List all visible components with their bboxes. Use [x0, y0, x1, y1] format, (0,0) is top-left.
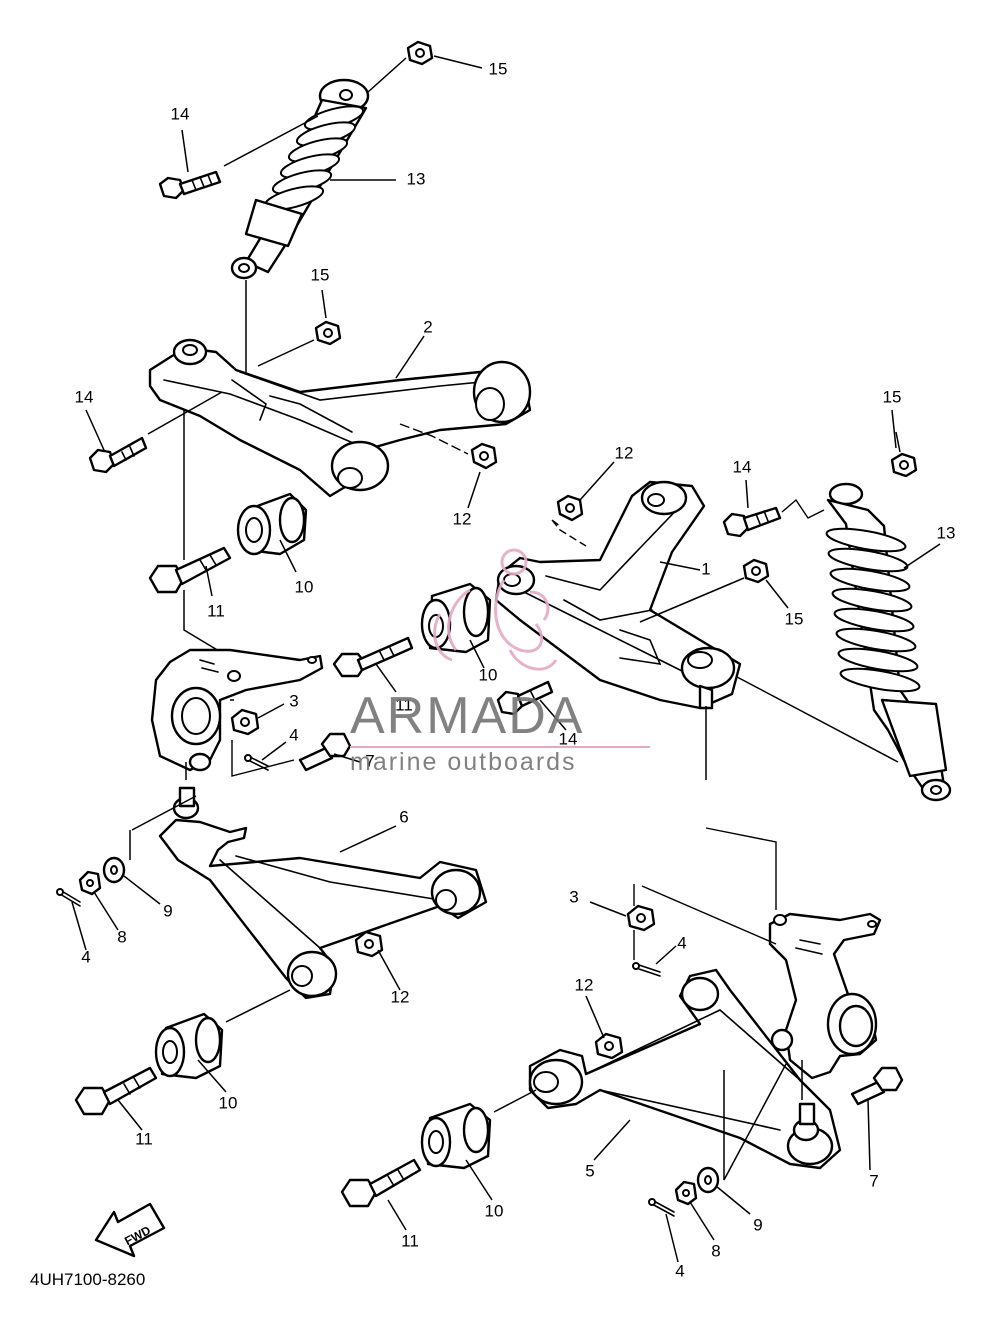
callout-12: 12 [575, 975, 594, 994]
callout-14: 14 [733, 457, 752, 476]
knuckle-left [150, 648, 324, 772]
nut-8-left [78, 870, 102, 896]
fwd-direction-arrow: FWD [94, 1202, 166, 1258]
cotter-pin-4-right [632, 962, 661, 977]
callout-3: 3 [289, 691, 298, 710]
cotter-pin-4-lower-right [648, 1198, 675, 1217]
nut-3-left [230, 708, 260, 736]
callout-15: 15 [785, 609, 804, 628]
callout-leaders [71, 55, 941, 1263]
callout-10: 10 [219, 1093, 238, 1112]
upper-arm-right [494, 480, 742, 710]
nut-12-lower-right [594, 1032, 624, 1060]
bolt-11-lower-left [74, 1066, 158, 1116]
cotter-pin-4-lower-left [56, 888, 81, 907]
bolt-14-right [722, 506, 782, 538]
bolt-11-lower-right [340, 1158, 422, 1208]
nut-12-arm-right [556, 494, 584, 522]
bolt-11-upper-right [332, 636, 414, 678]
callout-15: 15 [489, 59, 508, 78]
washer-9-left [102, 856, 126, 884]
bushing-10-upper-right [420, 582, 492, 654]
nut-8-right [674, 1180, 698, 1206]
callout-10: 10 [485, 1201, 504, 1220]
callout-1: 1 [701, 559, 710, 578]
callout-numbers: 15 14 13 15 2 14 12 10 11 12 1 14 15 13 … [75, 59, 956, 1280]
bushing-10-lower-right [420, 1102, 492, 1170]
bolt-14-arm-left [88, 436, 148, 474]
callout-11: 11 [401, 1231, 419, 1250]
nut-12-arm-left [470, 442, 498, 470]
diagram-code: 4UH7100-8260 [30, 1270, 146, 1289]
callout-12: 12 [391, 987, 410, 1006]
left-shock-absorber [230, 78, 370, 280]
callout-11: 11 [135, 1129, 153, 1148]
callout-14: 14 [75, 387, 94, 406]
callout-8: 8 [117, 927, 126, 946]
callout-14: 14 [171, 104, 190, 123]
callout-9: 9 [163, 901, 172, 920]
nut-15-top [406, 40, 434, 66]
bolt-14-mid [496, 680, 554, 716]
callout-3: 3 [569, 887, 578, 906]
callout-2: 2 [423, 317, 432, 336]
callout-4: 4 [289, 725, 298, 744]
callout-10: 10 [295, 577, 314, 596]
watermark-logo-icon [433, 548, 558, 671]
callout-12: 12 [453, 509, 472, 528]
callout-7: 7 [869, 1171, 878, 1190]
nut-15-arm-left [314, 320, 342, 346]
callout-8: 8 [711, 1241, 720, 1260]
callout-4: 4 [675, 1261, 684, 1280]
washer-9-right [696, 1166, 720, 1194]
nut-15-arm-right [742, 558, 770, 584]
bolt-11-upper-left [148, 546, 232, 594]
bolt-7-right [850, 1066, 904, 1106]
callout-15: 15 [311, 265, 330, 284]
callout-15: 15 [883, 387, 902, 406]
callout-10: 10 [479, 665, 498, 684]
callout-9: 9 [753, 1215, 762, 1234]
right-shock-absorber [825, 482, 952, 802]
callout-7: 7 [365, 751, 374, 770]
callout-11: 11 [207, 601, 225, 620]
callout-11: 11 [395, 695, 413, 714]
bushing-10-lower-left [154, 1012, 224, 1080]
upper-arm-left [148, 338, 532, 498]
nut-12-lower-left [354, 930, 384, 958]
callout-4: 4 [81, 947, 90, 966]
callout-6: 6 [399, 807, 408, 826]
lower-arm-left [158, 786, 488, 1000]
lower-arm-right [528, 968, 842, 1170]
callout-13: 13 [937, 523, 956, 542]
bushing-10-upper-left [236, 492, 308, 556]
callout-13: 13 [407, 169, 426, 188]
bolt-7-left [298, 732, 352, 772]
nut-3-right [626, 904, 656, 932]
cotter-pin-4-left [244, 754, 269, 771]
bolt-14-top [158, 170, 222, 200]
knuckle-right [768, 912, 882, 1080]
callout-12: 12 [615, 443, 634, 462]
callout-14: 14 [559, 729, 578, 748]
nut-15-right-top [890, 452, 918, 478]
callout-4: 4 [677, 933, 686, 952]
callout-5: 5 [585, 1161, 594, 1180]
